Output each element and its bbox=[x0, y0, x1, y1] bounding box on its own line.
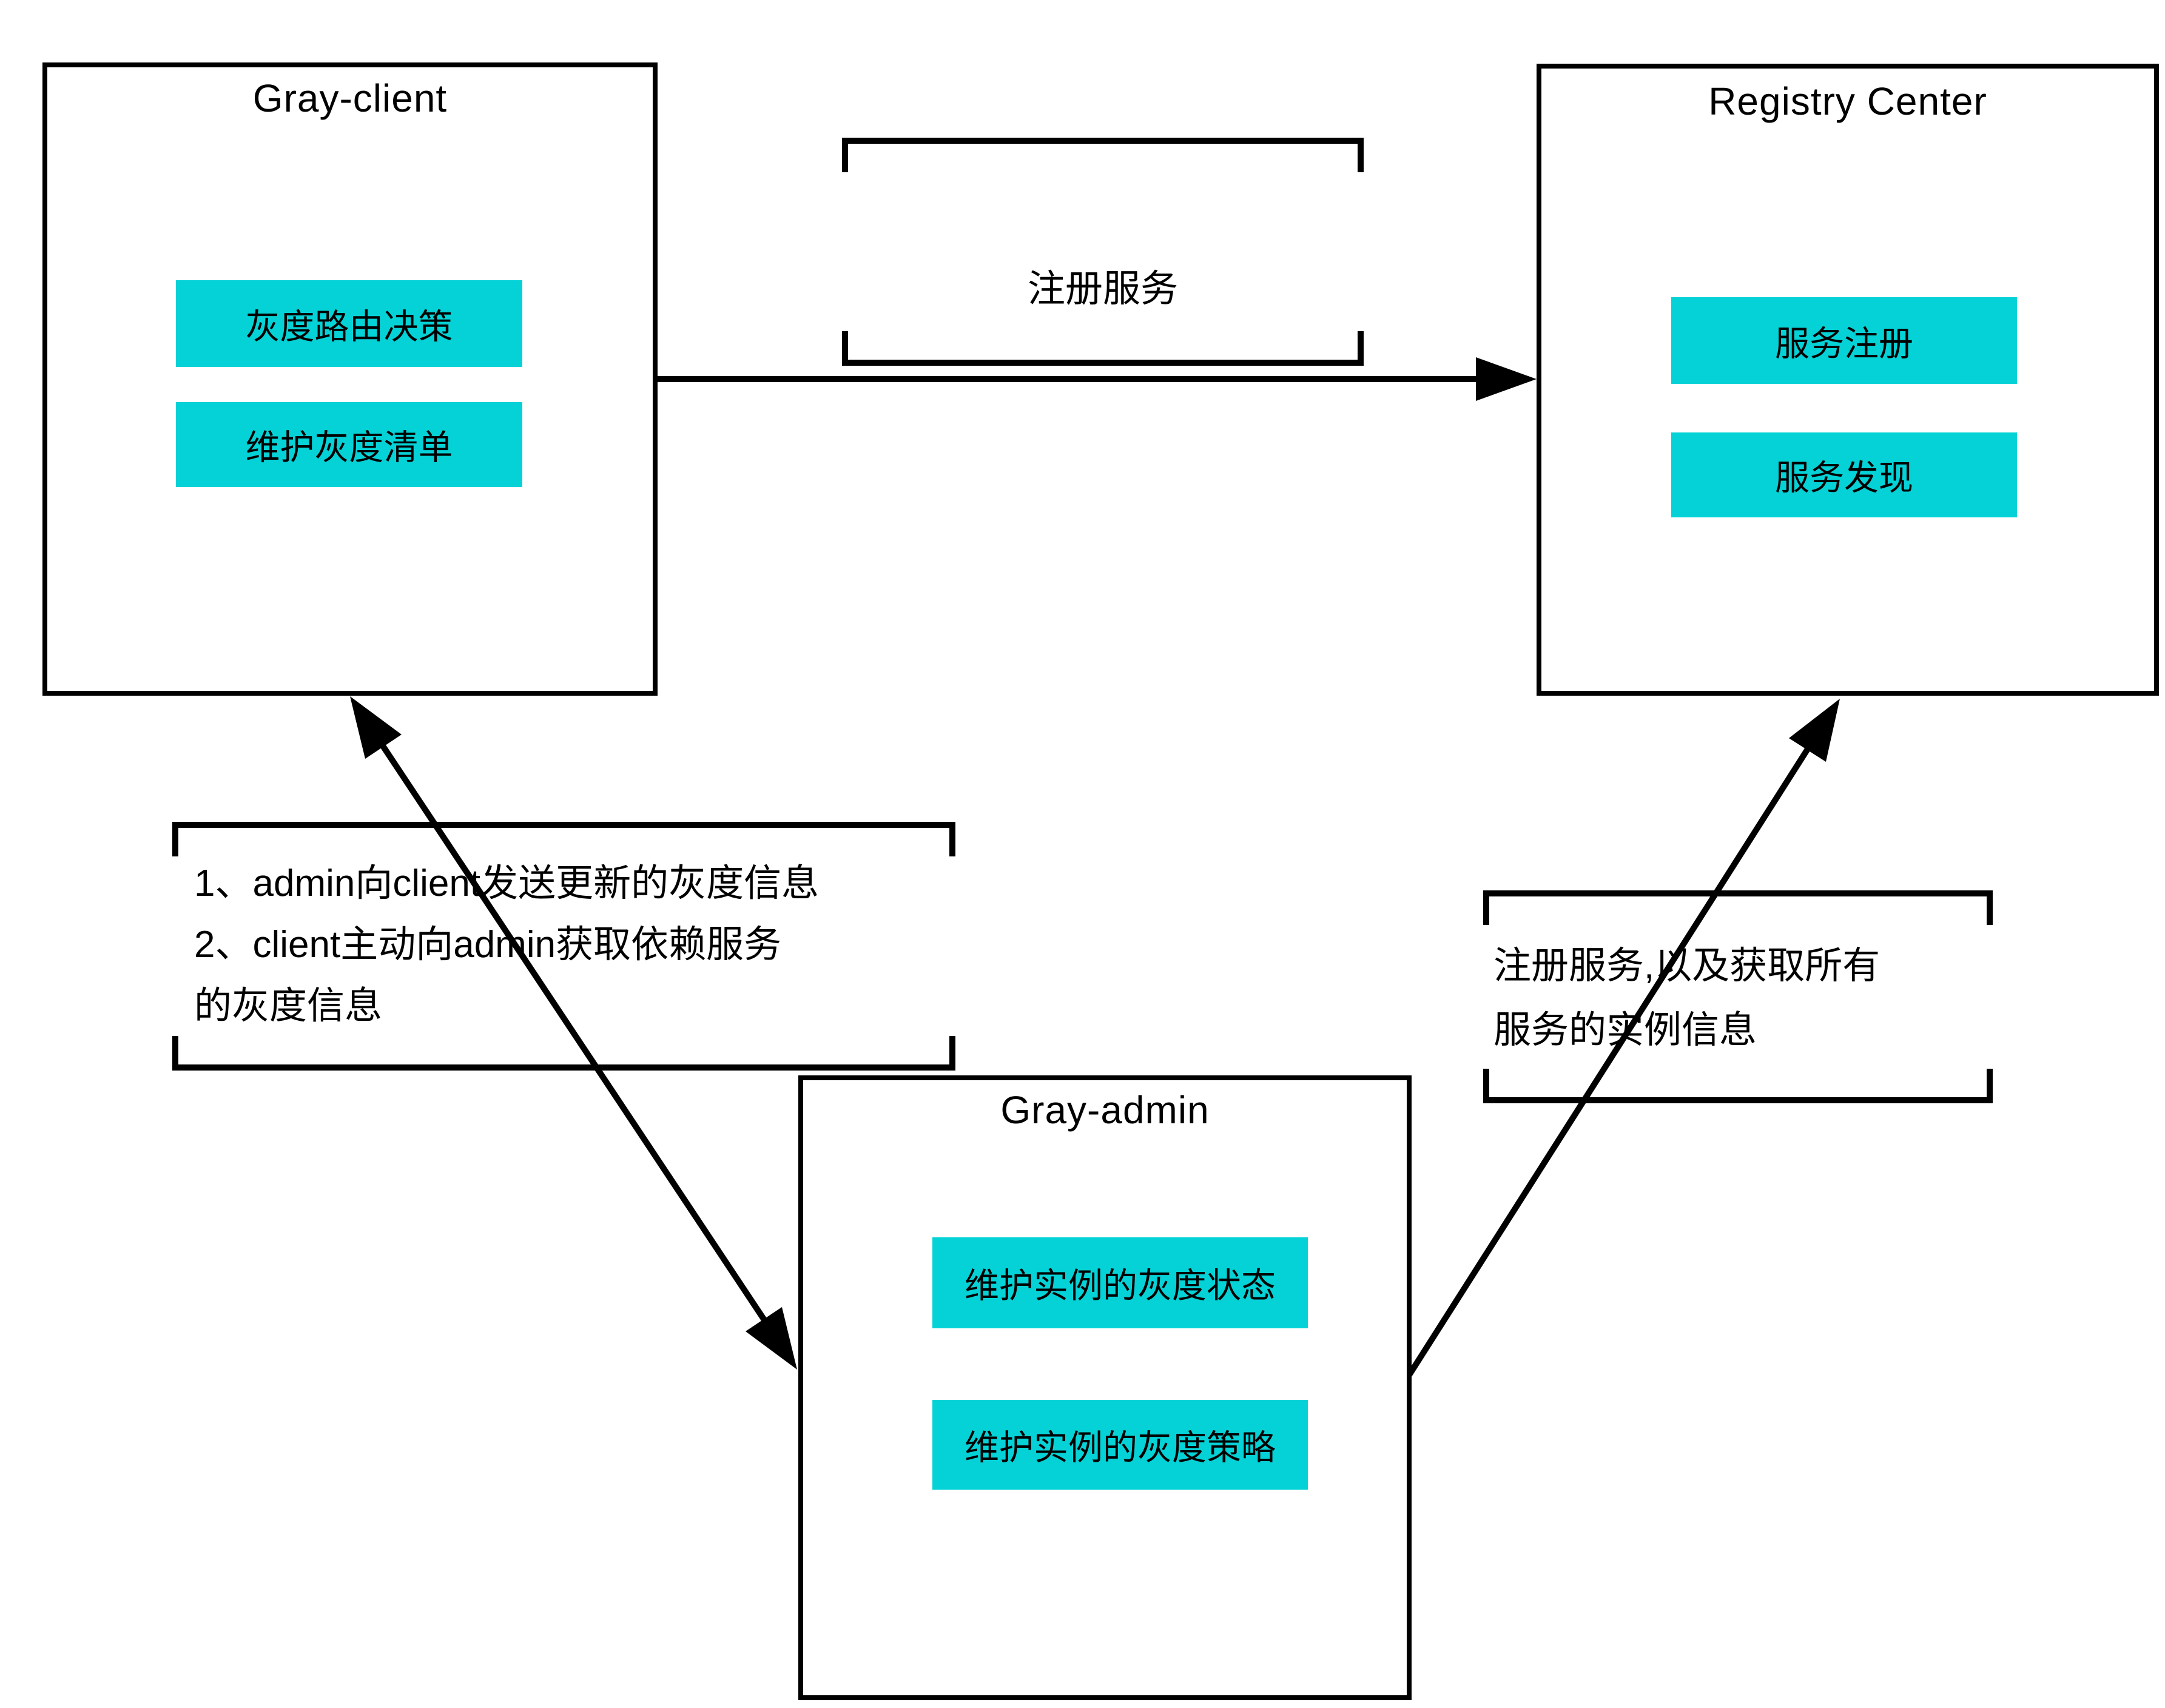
gray-admin-title: Gray-admin bbox=[1000, 1088, 1210, 1132]
gray-client-item-routing: 灰度路由决策 bbox=[176, 280, 522, 367]
note-admin-registry: 注册服务,以及获取所有 服务的实例信息 bbox=[1493, 945, 1880, 1051]
node-gray-client bbox=[42, 62, 658, 696]
arrowhead-registry-bottom bbox=[1789, 699, 1840, 762]
bracket-admin-registry-top bbox=[1483, 890, 1993, 925]
note-client-admin: 1、admin向client发送更新的灰度信息 2、client主动向admin… bbox=[194, 862, 820, 1027]
gray-admin-item-status: 维护实例的灰度状态 bbox=[932, 1237, 1308, 1328]
gray-admin-item-policy: 维护实例的灰度策略 bbox=[932, 1400, 1308, 1490]
label-register-service: 注册服务 bbox=[1027, 268, 1178, 310]
bracket-register-top bbox=[842, 138, 1364, 172]
registry-center-title: Registry Center bbox=[1708, 79, 1987, 123]
bracket-register-bottom bbox=[842, 331, 1364, 366]
registry-item-discovery: 服务发现 bbox=[1671, 432, 2017, 517]
arrowhead-client-bottom bbox=[350, 696, 402, 759]
bracket-client-admin-top bbox=[172, 822, 955, 856]
gray-client-title: Gray-client bbox=[252, 76, 448, 120]
gray-client-item-list: 维护灰度清单 bbox=[176, 402, 522, 487]
node-gray-admin bbox=[798, 1075, 1412, 1700]
arrowhead-registry-left bbox=[1476, 357, 1537, 401]
registry-item-register: 服务注册 bbox=[1671, 297, 2017, 384]
bracket-admin-registry-bottom bbox=[1483, 1069, 1993, 1103]
arrowhead-admin-left bbox=[746, 1307, 797, 1370]
bracket-client-admin-bottom bbox=[172, 1036, 955, 1071]
